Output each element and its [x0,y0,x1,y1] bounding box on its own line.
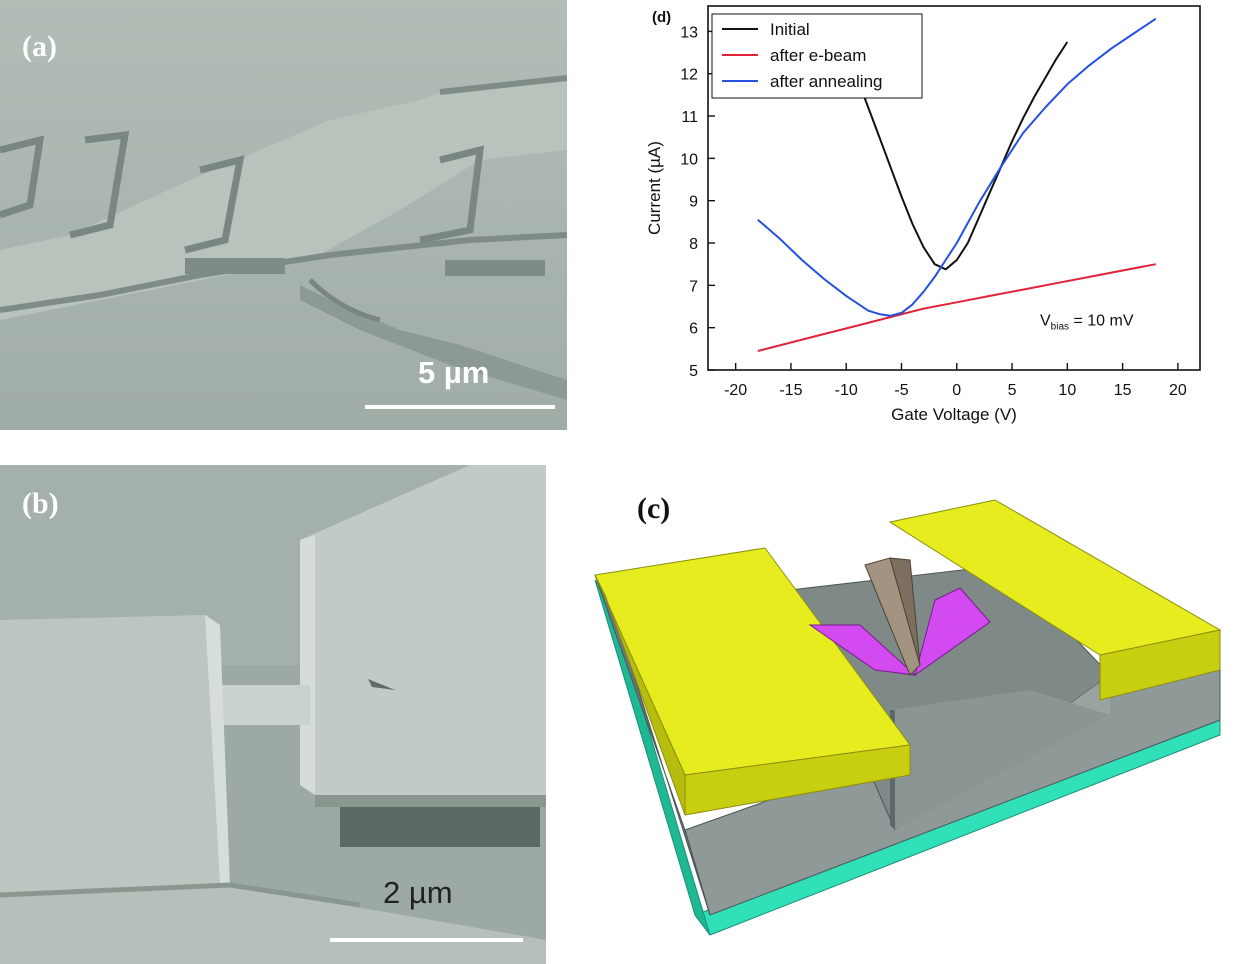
vbias-value: = 10 mV [1069,313,1134,330]
panel-label-b: (b) [22,487,59,520]
y-tick-label: 9 [689,194,698,211]
scale-bar-a [365,405,555,409]
scale-bar-b [330,938,523,942]
chart-annotation-vbias: Vbias = 10 mV [1040,313,1134,333]
y-tick-label: 10 [680,151,698,168]
legend-label: after annealing [770,72,882,91]
sem-image-b: (b) 2 µm [0,465,546,964]
device-schematic-graphic [594,499,1222,936]
panel-label-a: (a) [22,30,57,63]
x-tick-label: 10 [1058,382,1076,399]
y-tick-label: 5 [689,363,698,380]
x-tick-label: 5 [1008,382,1017,399]
vbias-symbol: V [1040,313,1051,330]
x-tick-label: -20 [724,382,747,399]
x-tick-label: 0 [952,382,961,399]
chart-x-axis-label: Gate Voltage (V) [891,405,1017,424]
chart-y-axis-label: Current (µA) [645,141,664,235]
x-tick-label: 20 [1169,382,1187,399]
device-schematic: (c) [575,480,1250,964]
y-tick-label: 11 [681,109,698,126]
y-tick-label: 8 [689,236,698,253]
scale-text-a: 5 µm [418,355,490,390]
chart-panel-d: -20 -15 -10 -5 0 5 10 15 20 5 6 7 8 9 10 11 12 13 Initial… [630,0,1250,440]
x-tick-label: -5 [894,382,908,399]
y-tick-label: 7 [689,278,698,295]
panel-label-d: (d) [652,9,671,26]
scale-text-b: 2 µm [383,875,453,910]
y-tick-label: 12 [680,67,698,84]
series-line-2 [757,17,1157,317]
y-tick-label: 6 [689,321,698,338]
y-tick-label: 13 [680,24,698,41]
legend-label: Initial [770,20,810,39]
x-tick-label: -15 [779,382,802,399]
x-tick-label: -10 [835,382,858,399]
vbias-subscript: bias [1051,322,1069,333]
line-chart: -20 -15 -10 -5 0 5 10 15 20 5 6 7 8 9 10 11 12 13 Initial… [645,5,1201,424]
legend-label: after e-beam [770,46,866,65]
series-line-1 [757,263,1156,352]
x-tick-label: 15 [1114,382,1132,399]
panel-label-c: (c) [637,492,671,525]
sem-image-a-graphic [0,0,567,430]
series-line-0 [856,41,1069,271]
sem-image-a: (a) 5 µm [0,0,567,430]
sem-image-b-graphic [0,465,546,964]
